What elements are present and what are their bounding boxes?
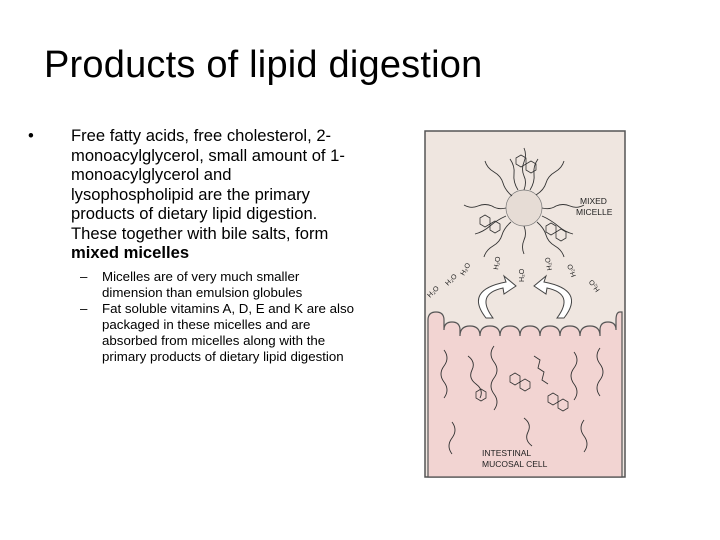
bullet-bold-text: mixed micelles — [71, 243, 190, 262]
mucosal-cell — [427, 311, 623, 478]
bullet-text: Free fatty acids, free cholesterol, 2-mo… — [71, 126, 345, 243]
cell-label-line1: INTESTINAL — [482, 448, 531, 458]
sub-bullet-text: Micelles are of very much smaller dimens… — [102, 268, 303, 300]
cell-lipids — [440, 345, 604, 455]
micelle-diagram: MIXED MICELLE H₂O H₂O H₂O H₂O H₂O H₂O H₂… — [424, 130, 626, 478]
cell-label-line2: MUCOSAL CELL — [482, 459, 548, 469]
bullet-marker: • — [28, 126, 34, 145]
slide-title: Products of lipid digestion — [44, 44, 483, 86]
water-label: H₂O — [493, 256, 502, 271]
bullet-list: • Free fatty acids, free cholesterol, 2-… — [28, 126, 358, 365]
bullet-item: • Free fatty acids, free cholesterol, 2-… — [28, 126, 358, 263]
sub-bullet-item: – Micelles are of very much smaller dime… — [28, 269, 358, 301]
water-label: H₂O — [545, 256, 554, 271]
sterol-rings — [479, 154, 567, 242]
sub-bullet-list: – Micelles are of very much smaller dime… — [28, 269, 358, 365]
mixed-micelle — [463, 147, 585, 258]
sub-bullet-text: Fat soluble vitamins A, D, E and K are a… — [102, 300, 355, 364]
sub-bullet-item: – Fat soluble vitamins A, D, E and K are… — [28, 301, 358, 365]
micelle-label-line2: MICELLE — [576, 207, 613, 217]
water-label: H₂O — [519, 268, 526, 282]
sub-bullet-marker: – — [80, 300, 88, 316]
water-label: H₂O — [567, 262, 578, 277]
cell-sterol-rings — [475, 372, 569, 412]
sub-bullet-marker: – — [80, 268, 88, 284]
micelle-label-line1: MIXED — [580, 196, 607, 206]
uptake-arrows — [477, 274, 573, 319]
